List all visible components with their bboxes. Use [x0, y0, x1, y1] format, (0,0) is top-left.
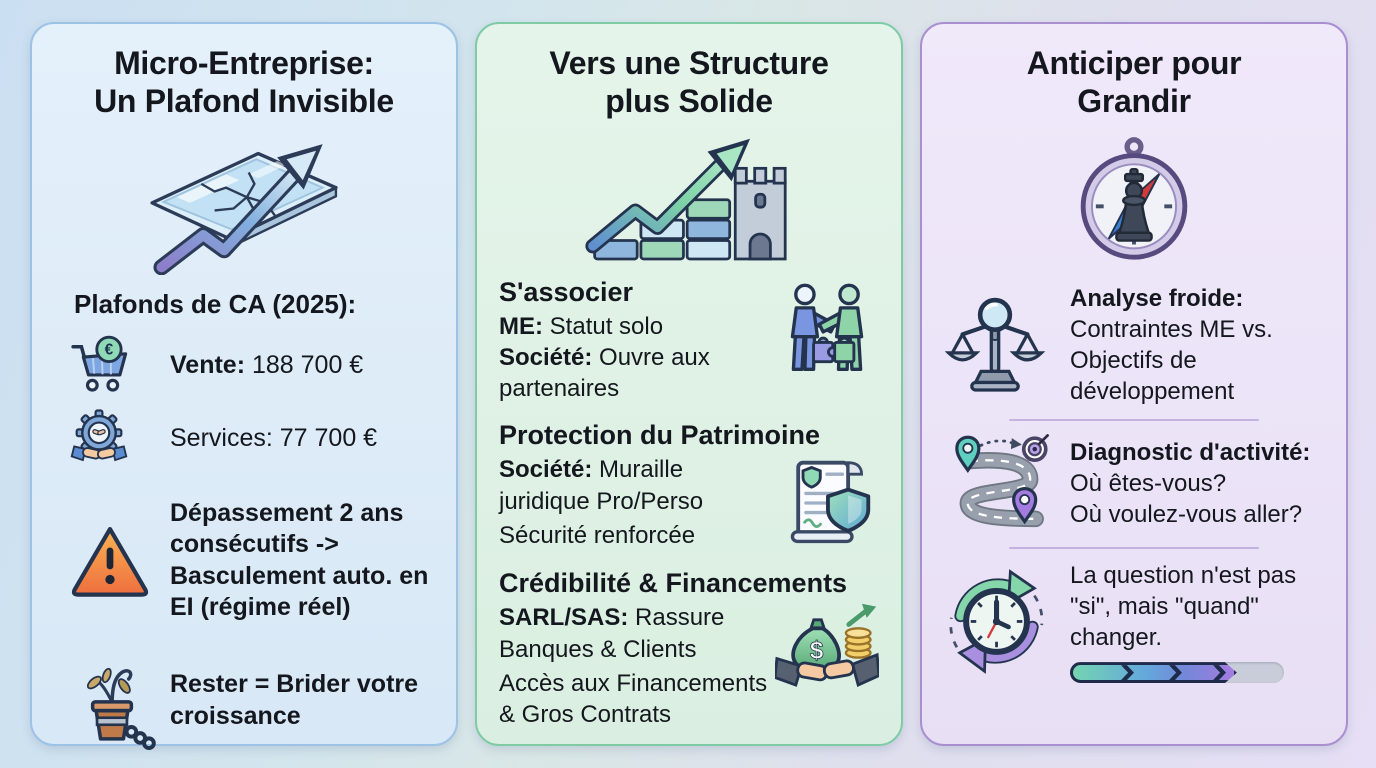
quand-row: La question n'est pas "si", mais "quand"…: [944, 560, 1324, 684]
analyse-row: Analyse froide: Contraintes ME vs. Objec…: [944, 283, 1324, 408]
contract-shield-icon: [790, 461, 871, 544]
panel1-hero: [54, 125, 434, 275]
moneybag-handshake-icon: $: [775, 604, 879, 688]
panel-structure-solide: Vers une Structure plus Solide: [475, 22, 903, 746]
section-text: Société: Muraille juridique Pro/Perso Sé…: [499, 456, 704, 549]
panel-micro-entreprise: Micro-Entreprise: Un Plafond Invisible: [30, 22, 458, 750]
diagnostic-text: Diagnostic d'activité: Où êtes-vous? Où …: [1070, 438, 1311, 529]
section-text: SARL/SAS: Rassure Banques & Clients Accè…: [499, 604, 768, 728]
growth-arrow-castle-icon: [585, 138, 787, 261]
rester-text: Rester = Brider votre croissance: [170, 670, 419, 730]
shopping-cart-euro-icon: €: [71, 335, 128, 392]
panel1-title: Micro-Entreprise: Un Plafond Invisible: [94, 45, 394, 120]
chevron-separator: [1121, 665, 1134, 680]
section-divider: [1009, 546, 1259, 549]
section-heading: Crédibilité & Financements: [499, 568, 848, 599]
panel2-title: Vers une Structure plus Solide: [549, 45, 829, 120]
clock-cycle-icon: [949, 569, 1044, 675]
infographic-canvas: Micro-Entreprise: Un Plafond Invisible: [30, 22, 1348, 750]
diagnostic-row: Diagnostic d'activité: Où êtes-vous? Où …: [944, 432, 1324, 536]
analyse-text: Analyse froide: Contraintes ME vs. Objec…: [1070, 284, 1273, 406]
chevron-separator: [1169, 665, 1182, 680]
glass-ceiling-growth-arrow-icon: [150, 143, 338, 275]
panel3-title: Anticiper pour Grandir: [1026, 45, 1242, 120]
partners-handshake-puzzle-icon: [790, 283, 864, 371]
quand-text: La question n'est pas "si", mais "quand"…: [1070, 560, 1324, 684]
roadmap-pins-target-icon: [955, 433, 1049, 527]
panel2-hero: [499, 125, 879, 269]
section-divider: [1009, 418, 1259, 421]
chevron-separator: [1213, 665, 1226, 680]
gear-handshake-icon: [70, 409, 128, 462]
services-text: Services: 77 700 €: [170, 424, 378, 453]
warning-text: Dépassement 2 ans consécutifs -> Bascule…: [170, 498, 429, 622]
warning-triangle-icon: [71, 526, 149, 597]
svg-text:€: €: [105, 341, 114, 358]
section-credibilite: Crédibilité & Financements SARL/SAS: Ras…: [499, 566, 879, 730]
compass-chess-king-icon: [1080, 136, 1188, 260]
scale-magnifier-icon: [944, 297, 1046, 392]
progress-bar: [1070, 662, 1284, 684]
warning-row: Dépassement 2 ans consécutifs -> Bascule…: [68, 498, 434, 624]
panel-anticiper: Anticiper pour Grandir: [920, 22, 1348, 746]
vente-row: € Vente: 188 700 €: [68, 334, 434, 398]
wilted-plant-chain-icon: [86, 667, 156, 750]
services-row: Services: 77 700 €: [68, 406, 434, 472]
panel3-hero: [944, 125, 1324, 275]
section-heading: Protection du Patrimoine: [499, 420, 821, 451]
svg-text:$: $: [810, 638, 824, 665]
rester-row: Rester = Brider votre croissance: [68, 650, 434, 752]
section-text: ME: Statut solo Société: Ouvre aux parte…: [499, 312, 710, 403]
section-heading: S'associer: [499, 276, 634, 307]
section-sassocier: S'associer ME: Statut solo Société: Ouvr…: [499, 275, 879, 405]
plafonds-heading: Plafonds de CA (2025):: [74, 288, 357, 319]
section-protection: Protection du Patrimoine Société: Murail…: [499, 418, 879, 552]
progress-fill: [1070, 662, 1237, 683]
vente-text: Vente: 188 700 €: [170, 351, 364, 380]
